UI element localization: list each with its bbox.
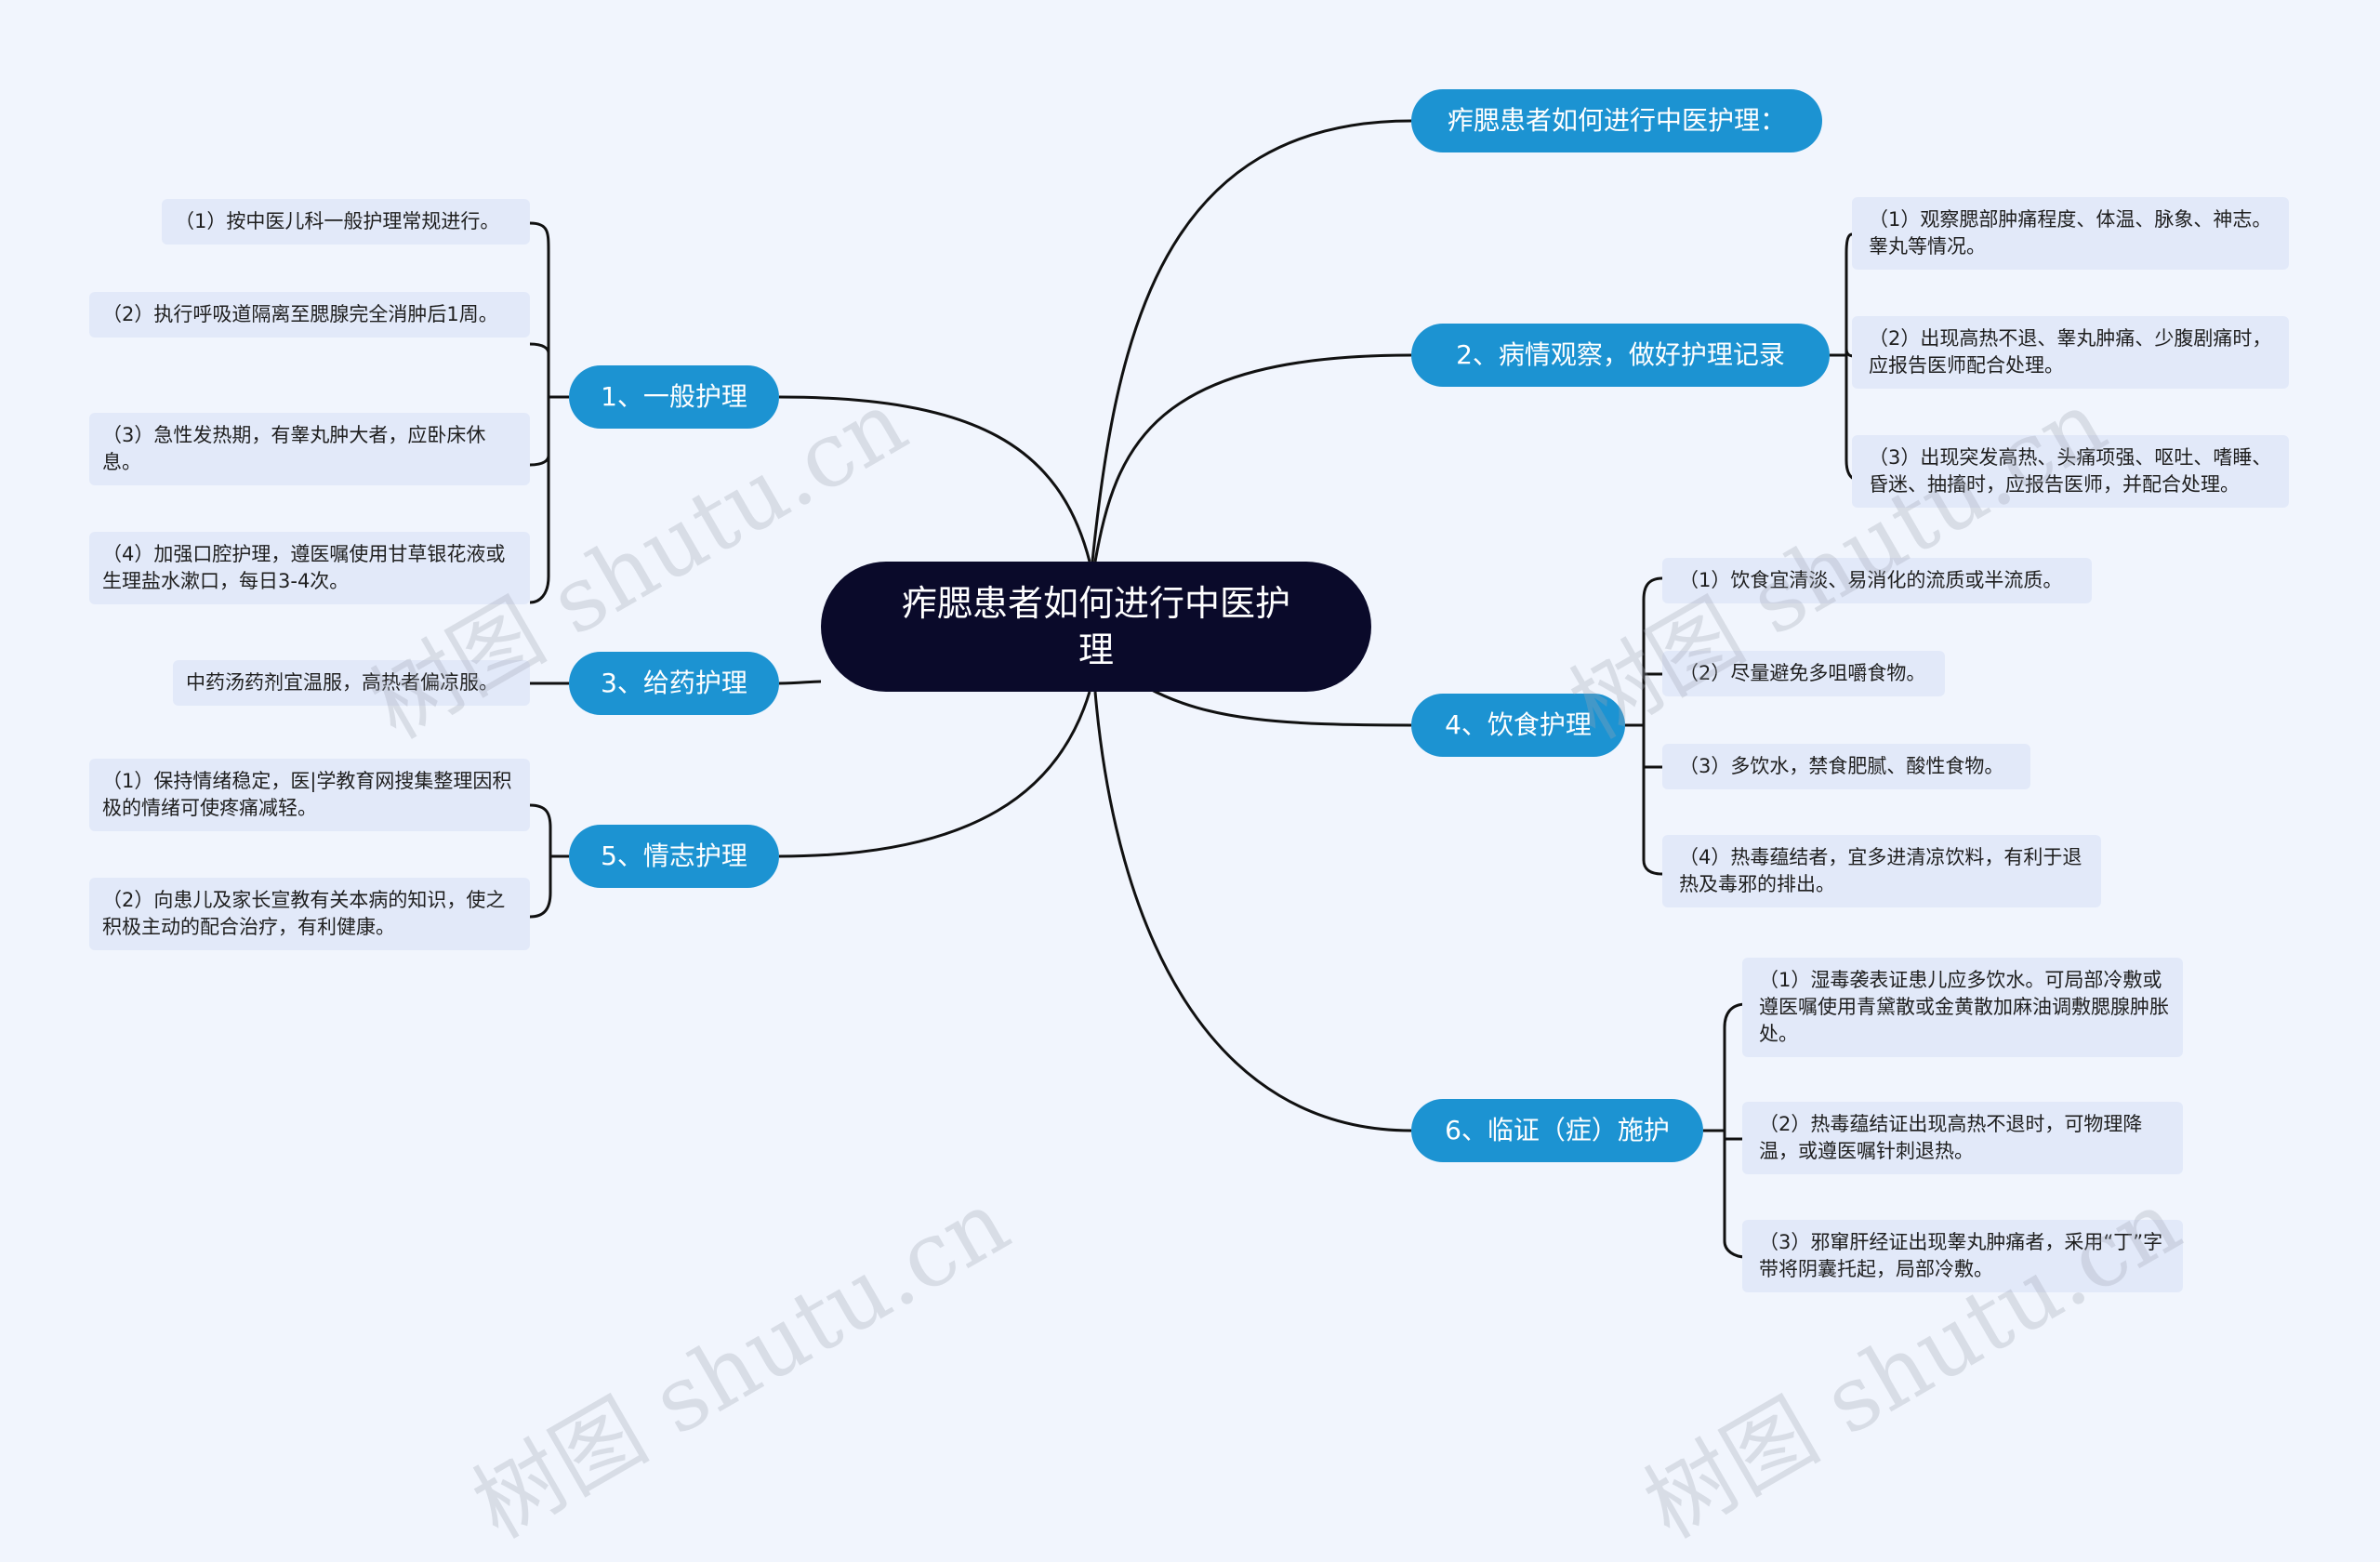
leaf-emotion-1[interactable]: （1）保持情绪稳定，医|学教育网搜集整理因积极的情绪可使疼痛减轻。: [89, 759, 530, 831]
branch-observe[interactable]: 2、病情观察，做好护理记录: [1411, 324, 1830, 387]
tick-general-2: [529, 342, 550, 354]
leaf-symptom-1[interactable]: （1）湿毒袭表证患儿应多饮水。可局部冷敷或遵医嘱使用青黛散或金黄散加麻油调敷腮腺…: [1742, 958, 2183, 1057]
branch-medicine[interactable]: 3、给药护理: [569, 652, 779, 715]
leaf-medicine-1[interactable]: 中药汤药剂宜温服，高热者偏凉服。: [173, 660, 530, 706]
link-root-intro: [1091, 119, 1412, 563]
leaf-observe-1[interactable]: （1）观察腮部肿痛程度、体温、脉象、神志。睾丸等情况。: [1852, 197, 2289, 270]
root-node[interactable]: 痄腮患者如何进行中医护理: [821, 562, 1371, 692]
leaf-symptom-3[interactable]: （3）邪窜肝经证出现睾丸肿痛者，采用“丁”字带将阴囊托起，局部冷敷。: [1742, 1220, 2183, 1292]
bracket-observe: [1830, 232, 1855, 481]
branch-emotion[interactable]: 5、情志护理: [569, 825, 779, 888]
branch-symptom[interactable]: 6、临证（症）施护: [1411, 1099, 1703, 1162]
bracket-diet: [1625, 576, 1663, 876]
link-root-observe: [1093, 353, 1412, 563]
mind-map-canvas: 痄腮患者如何进行中医护理 痄腮患者如何进行中医护理： 2、病情观察，做好护理记录…: [89, 89, 2289, 1558]
leaf-diet-1[interactable]: （1）饮食宜清淡、易消化的流质或半流质。: [1662, 558, 2092, 603]
leaf-emotion-2[interactable]: （2）向患儿及家长宣教有关本病的知识，使之积极主动的配合治疗，有利健康。: [89, 878, 530, 950]
link-root-symptom: [1093, 691, 1412, 1132]
bracket-symptom: [1703, 1002, 1747, 1259]
leaf-diet-2[interactable]: （2）尽量避免多咀嚼食物。: [1662, 651, 1945, 696]
bracket-general: [529, 221, 569, 604]
leaf-diet-4[interactable]: （4）热毒蕴结者，宜多进清凉饮料，有利于退热及毒邪的排出。: [1662, 835, 2101, 907]
connector-lines: [528, 119, 1855, 1259]
link-root-general: [778, 395, 1091, 563]
link-root-medicine: [778, 680, 822, 685]
leaf-observe-3[interactable]: （3）出现突发高热、头痛项强、呕吐、嗜睡、昏迷、抽搐时，应报告医师，并配合处理。: [1852, 435, 2289, 508]
link-root-emotion: [778, 691, 1091, 858]
leaf-general-2[interactable]: （2）执行呼吸道隔离至腮腺完全消肿后1周。: [89, 292, 530, 338]
bracket-emotion: [529, 803, 569, 919]
branch-diet[interactable]: 4、饮食护理: [1411, 694, 1625, 757]
link-root-diet: [1147, 686, 1412, 727]
leaf-general-4[interactable]: （4）加强口腔护理，遵医嘱使用甘草银花液或生理盐水漱口，每日3-4次。: [89, 532, 530, 604]
branch-intro[interactable]: 痄腮患者如何进行中医护理：: [1411, 89, 1822, 152]
tick-general-3: [529, 455, 550, 467]
leaf-diet-3[interactable]: （3）多饮水，禁食肥腻、酸性食物。: [1662, 744, 2030, 789]
leaf-observe-2[interactable]: （2）出现高热不退、睾丸肿痛、少腹剧痛时，应报告医师配合处理。: [1852, 316, 2289, 389]
leaf-symptom-2[interactable]: （2）热毒蕴结证出现高热不退时，可物理降温，或遵医嘱针刺退热。: [1742, 1102, 2183, 1174]
branch-general[interactable]: 1、一般护理: [569, 365, 779, 429]
leaf-general-3[interactable]: （3）急性发热期，有睾丸肿大者，应卧床休息。: [89, 413, 530, 485]
leaf-general-1[interactable]: （1）按中医儿科一般护理常规进行。: [162, 199, 530, 245]
